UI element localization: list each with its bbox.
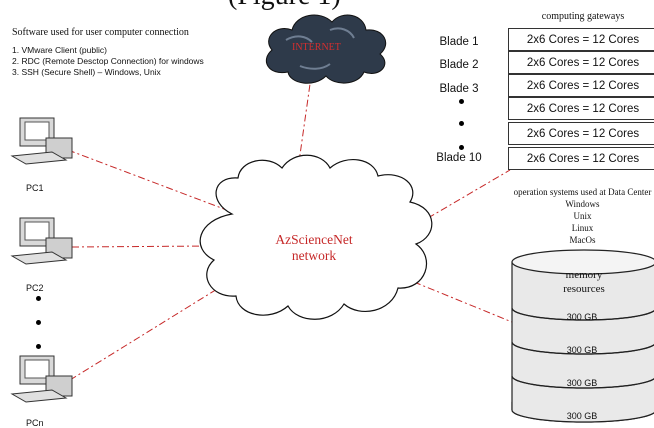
memory-title-line2: resources (563, 283, 605, 295)
core-box-2: 2x6 Cores = 12 Cores (508, 51, 654, 74)
blade-ellipsis-dot (459, 99, 464, 104)
software-item-vmware: 1. VMware Client (public) (12, 45, 107, 55)
pc1-label: PC1 (26, 183, 44, 193)
os-item-macos: MacOs (569, 235, 596, 245)
pc-ellipsis-dot (36, 296, 41, 301)
blade-label-2: Blade 2 (439, 59, 479, 71)
memory-title-line1: memory (565, 269, 603, 281)
network-cloud-icon (199, 154, 433, 320)
internet-cloud-icon (266, 14, 387, 84)
disk-label-1: 300 GB (566, 312, 598, 322)
core-box-5: 2x6 Cores = 12 Cores (508, 122, 654, 145)
os-item-unix: Unix (573, 211, 592, 221)
link-network-memory (413, 281, 513, 323)
core-box-3: 2x6 Cores = 12 Cores (508, 74, 654, 97)
pc1-computer-icon (10, 117, 73, 165)
blade-ellipsis-dot (459, 121, 464, 126)
network-title: AzScienceNet (275, 232, 353, 247)
link-network-gateways (427, 169, 511, 219)
header-fragment: (Figure 1) (228, 0, 341, 12)
pcn-computer-icon (10, 355, 73, 403)
disk-label-2: 300 GB (566, 345, 598, 355)
link-pc2-network (71, 245, 213, 248)
pc-ellipsis-dot (36, 344, 41, 349)
blade-label-3: Blade 3 (439, 83, 479, 95)
internet-label: INTERNET (292, 42, 341, 53)
link-pcn-network (69, 285, 223, 381)
memory-cylinder-stack (511, 249, 654, 423)
core-box-4: 2x6 Cores = 12 Cores (508, 97, 654, 120)
os-item-windows: Windows (565, 199, 600, 209)
software-title: Software used for user computer connecti… (12, 27, 189, 38)
software-item-ssh: 3. SSH (Secure Shell) – Windows, Unix (12, 67, 161, 77)
blade-label-1: Blade 1 (439, 36, 479, 48)
pc2-computer-icon (10, 217, 73, 265)
pc2-label: PC2 (26, 283, 44, 293)
blade-label-10: Blade 10 (436, 152, 482, 164)
software-item-rdc: 2. RDC (Remote Desctop Connection) for w… (12, 56, 204, 66)
pcn-label: PCn (26, 418, 44, 428)
core-box-6: 2x6 Cores = 12 Cores (508, 147, 654, 170)
disk-label-4: 300 GB (566, 411, 598, 421)
network-subtitle: network (291, 248, 337, 263)
core-box-1: 2x6 Cores = 12 Cores (508, 28, 654, 51)
os-item-linux: Linux (571, 223, 594, 233)
gateways-title: computing gateways (541, 11, 625, 22)
blade-ellipsis-dot (459, 145, 464, 150)
os-title: operation systems used at Data Center (513, 187, 652, 197)
link-pc1-network (67, 149, 233, 213)
pc-ellipsis-dot (36, 320, 41, 325)
disk-label-3: 300 GB (566, 378, 598, 388)
